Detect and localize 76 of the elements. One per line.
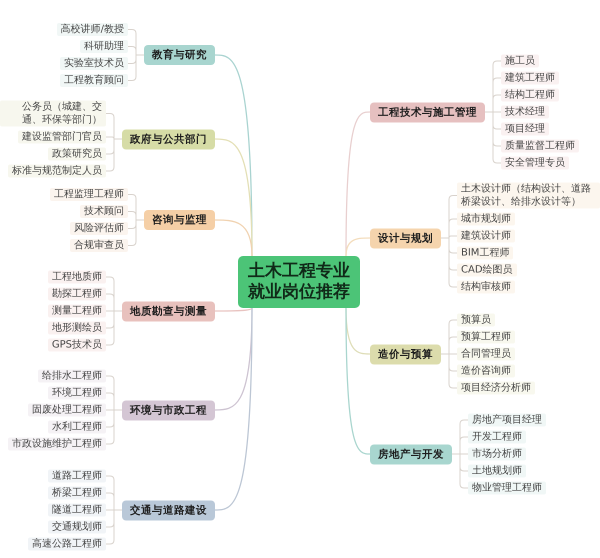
subtopic-label: 风险评估师 — [70, 222, 128, 235]
branch-topic: 政府与公共部门 — [122, 129, 215, 149]
subtopic-label: 政策研究员 — [48, 148, 106, 160]
subtopic-label: 交通规划师 — [48, 520, 106, 534]
subtopic-label: 公务员（城建、交通、环保等部门） — [0, 100, 106, 126]
subtopic-label: 标准与规范制定人员 — [8, 164, 106, 178]
subtopic-label: 给排水工程师 — [38, 370, 106, 382]
subtopic-label: 桥梁工程师 — [48, 486, 106, 500]
branch-topic: 交通与道路建设 — [122, 500, 215, 520]
subtopic-label: 造价咨询师 — [457, 364, 515, 378]
connector-line — [128, 54, 144, 81]
connector-line — [106, 138, 122, 172]
subtopic-label: 开发工程师 — [468, 430, 526, 444]
branch-topic: 环境与市政工程 — [122, 400, 215, 420]
subtopic-label: 物业管理工程师 — [468, 482, 546, 494]
connector-line — [106, 410, 122, 444]
subtopic-label: 勘探工程师 — [48, 288, 106, 300]
subtopic-label: 环境工程师 — [48, 386, 106, 400]
subtopic-label: 合规审查员 — [70, 239, 128, 252]
subtopic-label: 市场分析师 — [468, 448, 526, 460]
subtopic-label: 预算工程师 — [457, 330, 515, 344]
subtopic-label: 道路工程师 — [48, 470, 106, 482]
subtopic-label: CAD绘图员 — [457, 264, 517, 276]
branch-topic: 地质勘查与测量 — [122, 301, 215, 321]
subtopic-label: 质量监督工程师 — [501, 140, 579, 152]
subtopic-label: 建筑工程师 — [501, 72, 559, 84]
branch-topic: 教育与研究 — [144, 45, 215, 65]
subtopic-label: 地形测绘员 — [48, 322, 106, 334]
subtopic-label: 技术经理 — [501, 106, 549, 118]
subtopic-label: 施工员 — [501, 54, 539, 68]
subtopic-label: 高校讲师/教授 — [56, 23, 128, 36]
connector-line — [452, 454, 468, 488]
subtopic-label: 工程地质师 — [48, 270, 106, 284]
subtopic-label: 安全管理专员 — [501, 156, 569, 170]
central-topic: 土木工程专业就业岗位推荐 — [238, 256, 360, 308]
subtopic-label: 市政设施维护工程师 — [8, 438, 106, 450]
subtopic-label: 实验室技术员 — [60, 57, 128, 70]
subtopic-label: 项目经济分析师 — [457, 382, 535, 394]
subtopic-label: 科研助理 — [80, 40, 128, 53]
subtopic-label: 固废处理工程师 — [28, 404, 106, 416]
connector-line — [345, 308, 370, 455]
subtopic-label: 工程教育顾问 — [60, 74, 128, 87]
branch-topic: 房地产与开发 — [370, 444, 452, 464]
subtopic-label: 隧道工程师 — [48, 504, 106, 516]
subtopic-label: 结构工程师 — [501, 88, 559, 102]
connector-line — [215, 219, 253, 256]
connector-line — [106, 310, 122, 346]
subtopic-label: 土地规划师 — [468, 464, 526, 478]
subtopic-label: 项目经理 — [501, 122, 549, 136]
subtopic-label: 工程监理工程师 — [50, 188, 128, 201]
connector-line — [345, 237, 370, 256]
branch-topic: 设计与规划 — [370, 228, 441, 248]
subtopic-label: 合同管理员 — [457, 348, 515, 360]
connector-line — [214, 308, 253, 511]
subtopic-label: 城市规划师 — [457, 212, 515, 226]
subtopic-label: 测量工程师 — [48, 304, 106, 318]
subtopic-label: 建设监管部门官员 — [18, 130, 106, 144]
connector-line — [215, 308, 252, 312]
subtopic-label: GPS技术员 — [48, 338, 106, 352]
subtopic-label: 预算员 — [457, 314, 495, 326]
connector-line — [128, 220, 144, 246]
subtopic-label: 房地产项目经理 — [468, 414, 546, 426]
subtopic-label: 水利工程师 — [48, 420, 106, 434]
subtopic-label: BIM工程师 — [457, 246, 514, 260]
connector-line — [106, 510, 122, 544]
subtopic-label: 建筑设计师 — [457, 230, 515, 242]
connector-line — [440, 238, 458, 288]
subtopic-label: 技术顾问 — [80, 205, 128, 218]
branch-topic: 咨询与监理 — [144, 210, 215, 230]
branch-topic: 造价与预算 — [370, 344, 441, 364]
subtopic-label: 土木设计师（结构设计、道路桥梁设计、给排水设计等） — [457, 182, 600, 208]
subtopic-label: 高速公路工程师 — [28, 538, 106, 550]
connector-line — [484, 112, 502, 164]
connector-line — [440, 354, 458, 388]
subtopic-label: 结构审核师 — [457, 280, 515, 294]
branch-topic: 工程技术与施工管理 — [370, 102, 485, 122]
